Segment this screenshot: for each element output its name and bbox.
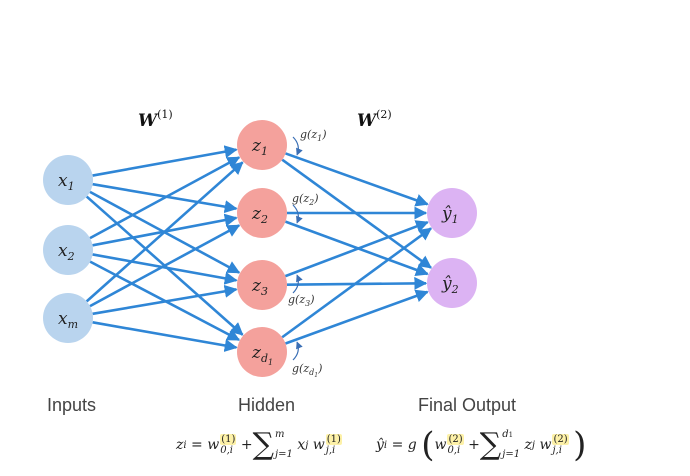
node-outputs-2: ŷ2 bbox=[427, 258, 477, 308]
node-label-inputs-1: x1 bbox=[58, 171, 75, 193]
edge-z3-y1 bbox=[284, 220, 429, 278]
activation-arrow-4 bbox=[292, 341, 303, 361]
node-circle-inputs-3 bbox=[43, 293, 93, 343]
node-label-inputs-2: x2 bbox=[58, 241, 75, 263]
edge-z4-y2 bbox=[285, 289, 429, 345]
activation-arrow-1 bbox=[292, 136, 303, 156]
node-inputs-1: x1 bbox=[43, 155, 93, 205]
activation-label-3: g(z3) bbox=[288, 293, 315, 308]
node-circle-inputs-2 bbox=[43, 225, 93, 275]
node-inputs-3: xm bbox=[43, 293, 93, 343]
layer-label-output: Final Output bbox=[418, 395, 517, 415]
layer-label-hidden: Hidden bbox=[238, 395, 296, 415]
node-hidden-3: z3 bbox=[237, 260, 287, 310]
node-circle-inputs-1 bbox=[43, 155, 93, 205]
edge-x3-z4 bbox=[92, 321, 238, 352]
activation-label-4: g(zd1) bbox=[292, 362, 322, 379]
node-outputs-1: ŷ1 bbox=[427, 188, 477, 238]
edge-x3-z3 bbox=[92, 284, 238, 316]
edge-x2-z3 bbox=[92, 253, 238, 285]
node-label-hidden-4: zd1 bbox=[251, 343, 273, 367]
node-hidden-1: z1 bbox=[237, 120, 287, 170]
node-inputs-2: x2 bbox=[43, 225, 93, 275]
weight-label-w2: W(2) bbox=[357, 108, 392, 131]
activation-labels: g(z1) g(z2) g(z3) g(zd1) bbox=[288, 128, 327, 379]
edge-z4-y1 bbox=[281, 227, 433, 339]
node-circle-hidden-3 bbox=[237, 260, 287, 310]
node-circle-hidden-2 bbox=[237, 188, 287, 238]
edge-x3-z1 bbox=[85, 161, 244, 303]
node-label-hidden-3: z3 bbox=[251, 276, 268, 298]
weight-label-w1: W(1) bbox=[138, 108, 173, 131]
node-label-outputs-1: ŷ1 bbox=[441, 204, 459, 226]
node-label-hidden-1: z1 bbox=[251, 136, 268, 158]
node-circle-hidden-1 bbox=[237, 120, 287, 170]
activation-label-2: g(z2) bbox=[292, 192, 319, 207]
edge-x3-z2 bbox=[89, 224, 241, 308]
node-hidden-2: z2 bbox=[237, 188, 287, 238]
node-hidden-4: zd1 bbox=[237, 327, 287, 377]
activation-g-z2: g(z2) bbox=[292, 192, 319, 224]
node-circle-outputs-2 bbox=[427, 258, 477, 308]
activation-arrow-2 bbox=[292, 204, 303, 224]
edges bbox=[85, 145, 433, 352]
activation-g-z1: g(z1) bbox=[292, 128, 327, 156]
layer-label-inputs: Inputs bbox=[47, 395, 97, 415]
edge-x2-z1 bbox=[89, 156, 241, 240]
activation-g-z3: g(z3) bbox=[288, 274, 315, 308]
activation-label-1: g(z1) bbox=[300, 128, 327, 143]
activation-arrow-3 bbox=[292, 274, 303, 294]
node-circle-outputs-1 bbox=[427, 188, 477, 238]
node-label-outputs-2: ŷ2 bbox=[441, 274, 459, 296]
edge-x1-z1 bbox=[92, 145, 238, 177]
node-circle-hidden-4 bbox=[237, 327, 287, 377]
nodes: x1 x2 xm z1 z2 z3 zd1 ŷ1 ŷ2 bbox=[43, 120, 477, 377]
edge-z1-y1 bbox=[285, 152, 429, 207]
node-label-hidden-2: z2 bbox=[251, 204, 268, 226]
node-label-inputs-3: xm bbox=[58, 309, 78, 331]
activation-g-z4: g(zd1) bbox=[292, 341, 322, 379]
